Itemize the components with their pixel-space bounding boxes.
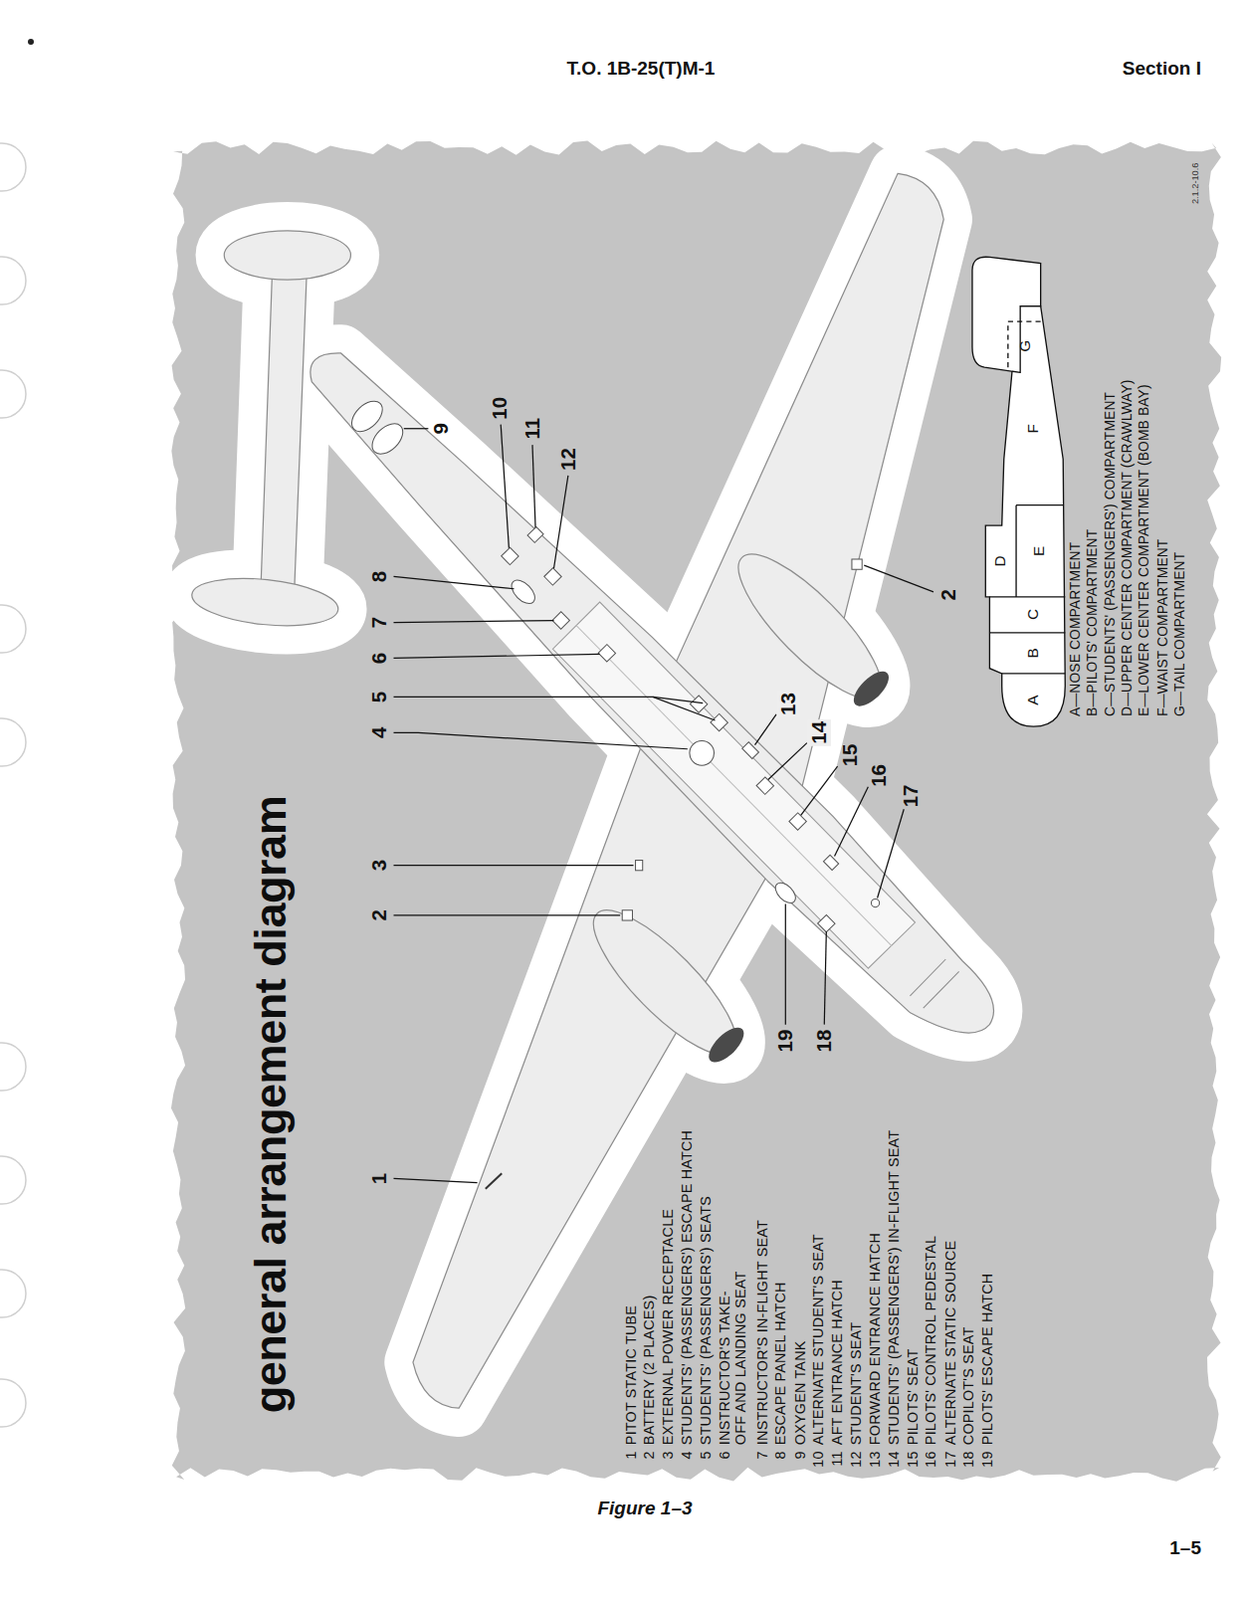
compartment-letter: D (991, 552, 1009, 570)
key-text: STUDENTS' (PASSENGERS') ESCAPE HATCH (678, 1130, 696, 1446)
key-text: AFT ENTRANCE HATCH (828, 1279, 846, 1446)
callout-number: 15 (837, 741, 862, 769)
connector-layer (173, 143, 1220, 1480)
header-text: T.O. 1B-25(T)M-1 (567, 57, 716, 80)
aircraft-body (190, 173, 995, 1409)
key-number: 7 (753, 1450, 771, 1459)
callout-number: 16 (867, 762, 892, 790)
callout-number: 8 (367, 569, 392, 586)
compartment-region: D (991, 552, 1011, 570)
callout-number: 12 (556, 445, 581, 473)
callout-number: 4 (367, 725, 392, 742)
key-text: BATTERY (2 PLACES) (640, 1295, 658, 1447)
page-dot (27, 38, 34, 45)
panel-ground (171, 141, 1222, 1482)
figure-code: 2.1.2-10.6 (1189, 163, 1201, 206)
aircraft-details (346, 395, 960, 1189)
key-number: 6 (716, 1450, 734, 1459)
key-text: ALTERNATE STATIC SOURCE (941, 1241, 959, 1446)
callout-number: 13 (777, 690, 802, 718)
punch-holes (0, 143, 26, 1428)
key-text: STUDENTS' (PASSENGERS') IN-FLIGHT SEAT (884, 1130, 902, 1446)
compartment-letter: C (1024, 606, 1041, 623)
callout-number: 1 (367, 1171, 392, 1188)
callout-number: 2 (367, 907, 392, 924)
callout-number: 19 (774, 1028, 799, 1055)
key-text: INSTRUCTOR'S IN-FLIGHT SEAT (753, 1220, 771, 1446)
key-text: PILOTS' ESCAPE HATCH (979, 1273, 997, 1447)
compartment-region: A (1024, 691, 1043, 708)
compartment-region: C (1024, 606, 1043, 623)
aircraft-illustration (173, 143, 1220, 1480)
key-number: 2 (640, 1450, 658, 1459)
key-text: FORWARD ENTRANCE HATCH (866, 1233, 884, 1446)
compartment-key: D—UPPER CENTER COMPARTMENT (CRAWLWAY) (1119, 380, 1136, 717)
key-number: 10 (810, 1450, 828, 1467)
key-number: 16 (922, 1450, 940, 1467)
callout-number: 6 (367, 650, 392, 667)
compartment-letter: F (1024, 420, 1041, 436)
caption: Figure 1–3 (597, 1497, 692, 1520)
compartment-key: B—PILOTS' COMPARTMENT (1084, 529, 1101, 717)
key-text: EXTERNAL POWER RECEPTACLE (659, 1209, 677, 1446)
compartment-region: B (1024, 644, 1043, 661)
key-text: ALTERNATE STUDENT'S SEAT (810, 1234, 828, 1446)
key-number: 12 (847, 1450, 865, 1467)
key-number: 11 (828, 1450, 846, 1466)
compartment-letter: A (1024, 691, 1041, 708)
white-halo (190, 173, 995, 1409)
compartment-key: G—TAIL COMPARTMENT (1172, 552, 1189, 717)
callout-number: 2 (937, 587, 962, 604)
rotated-figure: 2.1.2-10.61PITOT STATIC TUBE2BATTERY (2 … (173, 143, 1220, 1480)
callout-number: 5 (367, 689, 392, 706)
key-text: PITOT STATIC TUBE (621, 1305, 639, 1446)
compartment-region: E (1030, 543, 1049, 560)
key-number: 13 (866, 1450, 884, 1467)
leader-lines (394, 424, 934, 1184)
key-text: ESCAPE PANEL HATCH (772, 1281, 790, 1446)
compartment-diagram (972, 256, 1065, 727)
key-number: 9 (791, 1450, 809, 1459)
compartment-key: E—LOWER CENTER COMPARTMENT (BOMB BAY) (1136, 384, 1153, 717)
key-number: 19 (979, 1450, 997, 1467)
key-text: COPILOT'S SEAT (960, 1326, 978, 1446)
compartment-key: A—NOSE COMPARTMENT (1066, 542, 1083, 717)
page-number: 1–5 (1169, 1537, 1202, 1560)
compartment-region: F (1024, 420, 1043, 436)
compartment-letter: B (1024, 644, 1041, 661)
callout-number: 3 (367, 857, 392, 874)
key-number: 14 (884, 1450, 902, 1467)
key-text: PILOTS' SEAT (903, 1348, 921, 1446)
key-text: STUDENTS' (PASSENGERS') SEATS (697, 1196, 715, 1446)
compartment-key: F—WAIST COMPARTMENT (1154, 539, 1171, 717)
key-text: INSTRUCTOR'S TAKE-OFF AND LANDING SEAT (716, 1269, 750, 1446)
callout-number: 9 (429, 420, 454, 437)
key-number: 8 (772, 1450, 790, 1459)
key-number: 5 (697, 1450, 715, 1459)
callout-number: 18 (812, 1028, 836, 1055)
callout-number: 11 (520, 415, 545, 442)
key-number: 18 (960, 1450, 978, 1467)
compartment-key: C—STUDENTS' (PASSENGERS') COMPARTMENT (1101, 392, 1118, 717)
key-number: 17 (941, 1450, 959, 1467)
title: general arrangement diagram (244, 796, 297, 1415)
key-number: 15 (903, 1450, 921, 1467)
section-text: Section I (1122, 57, 1202, 80)
key-number: 1 (621, 1450, 639, 1459)
key-text: PILOTS' CONTROL PEDESTAL (922, 1236, 940, 1446)
callout-number: 14 (807, 719, 831, 747)
callout-number: 7 (367, 615, 392, 631)
gray-panel (171, 141, 1222, 1482)
compartment-region: G (1017, 336, 1036, 355)
key-text: STUDENT'S SEAT (847, 1322, 865, 1446)
key-number: 4 (678, 1450, 696, 1459)
compartment-letter: G (1017, 336, 1035, 355)
compartment-letter: E (1030, 543, 1047, 560)
callout-number: 10 (487, 395, 512, 422)
key-number: 3 (659, 1450, 677, 1459)
callout-number: 17 (899, 782, 924, 810)
key-text: OXYGEN TANK (791, 1340, 809, 1446)
